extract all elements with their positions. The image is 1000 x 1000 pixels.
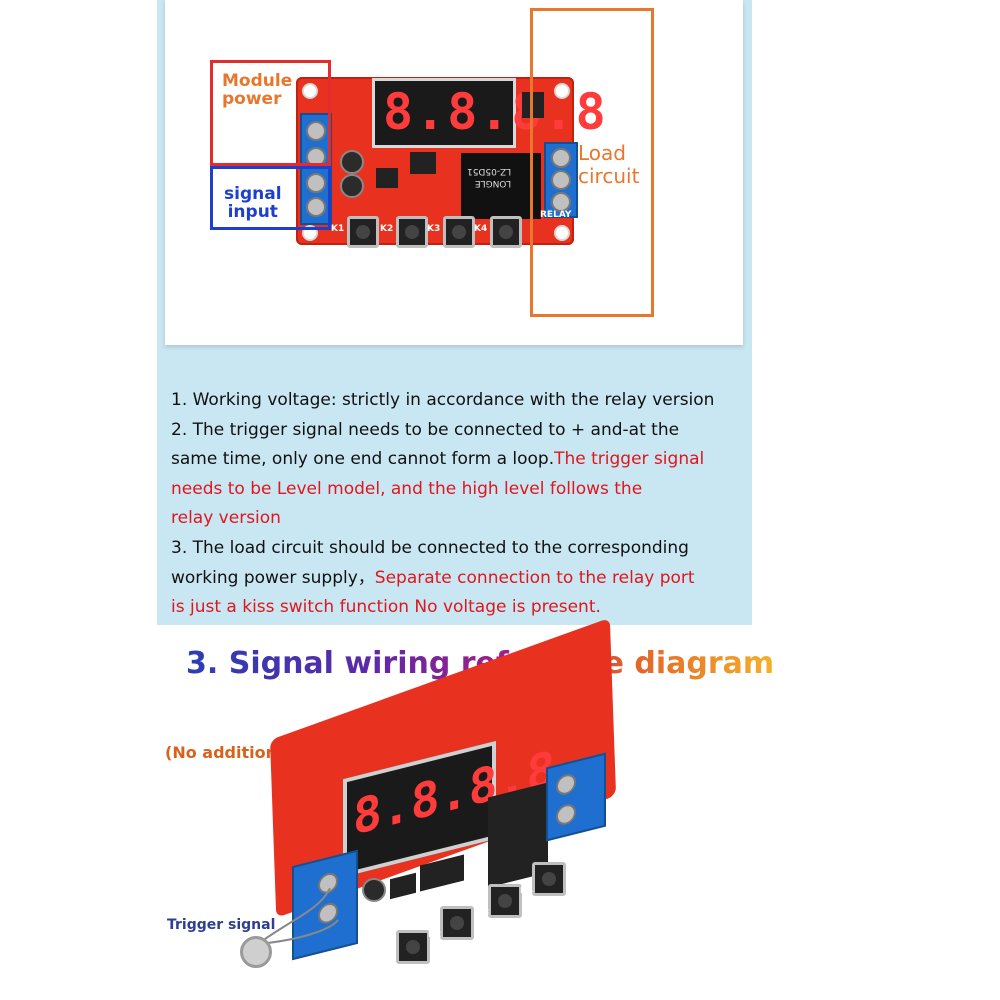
instruction-3c-red: is just a kiss switch function No voltag…	[171, 597, 601, 618]
screw-icon	[551, 170, 571, 190]
silk-k4: K4	[474, 224, 488, 234]
input-terminal-block	[300, 113, 332, 225]
ic-chip	[410, 152, 436, 174]
screw-icon	[556, 772, 576, 797]
screw-icon	[306, 121, 326, 141]
button-k3-2	[488, 884, 522, 918]
instruction-3a: 3. The load circuit should be connected …	[171, 537, 689, 558]
screw-icon	[306, 197, 326, 217]
instruction-2c-red: needs to be Level model, and the high le…	[171, 478, 643, 499]
module-power-label: Module power	[222, 71, 293, 109]
capacitor	[362, 878, 386, 902]
trigger-signal-label: Trigger signal	[167, 917, 276, 933]
instruction-1: 1. Working voltage: strictly in accordan…	[171, 390, 715, 410]
silk-relay-2: RELAY	[578, 840, 610, 850]
trigger-switch-icon	[240, 936, 272, 968]
load-circuit-box	[530, 8, 654, 317]
button-k3	[443, 216, 475, 248]
mounting-hole	[302, 83, 318, 99]
ic-chip	[376, 168, 398, 188]
ic-chip	[390, 872, 416, 900]
relay-terminal-block	[544, 142, 578, 218]
button-k2	[396, 216, 428, 248]
silk-k3: K3	[427, 224, 441, 234]
instruction-3b: working power supply，	[171, 567, 375, 588]
silk-k1-2: K1	[378, 954, 392, 964]
display-digits: 8.8.8.8	[383, 83, 608, 141]
trigger-wire	[257, 887, 339, 945]
instruction-2a: 2. The trigger signal needs to be connec…	[171, 419, 680, 440]
button-k4	[490, 216, 522, 248]
capacitor	[340, 174, 364, 198]
capacitor	[340, 150, 364, 174]
signal-input-box	[210, 166, 331, 230]
screw-icon	[551, 148, 571, 168]
button-k1	[347, 216, 379, 248]
instructions-text: 1. Working voltage: strictly in accordan…	[171, 386, 761, 623]
screw-icon	[306, 173, 326, 193]
silk-k4-2: K4	[520, 886, 534, 896]
silk-k1: K1	[331, 224, 345, 234]
relay-label: LONGLE LZ-05D51	[467, 166, 512, 188]
button-k4-2	[532, 862, 566, 896]
signal-input-label: signal input	[224, 184, 282, 222]
screw-icon	[556, 802, 576, 827]
silk-k2-2: K2	[428, 930, 442, 940]
module-power-box	[210, 60, 331, 166]
instruction-2b-red: The trigger signal	[554, 449, 705, 470]
silk-k2: K2	[380, 224, 394, 234]
seven-segment-display: 8.8.8.8	[372, 78, 606, 148]
mounting-hole	[554, 225, 570, 241]
relay-terminal-block-2	[546, 752, 606, 842]
load-circuit-label: Load circuit	[578, 141, 640, 188]
instruction-2b: same time, only one end cannot form a lo…	[171, 449, 555, 470]
button-k2-2	[440, 906, 474, 940]
silk-relay: RELAY	[540, 210, 572, 220]
silk-k3-2: K3	[476, 908, 490, 918]
button-k1-2	[396, 930, 430, 964]
instruction-3b-red: Separate connection to the relay port	[374, 567, 695, 588]
relay-component: LONGLE LZ-05D51	[461, 153, 541, 219]
mounting-hole	[554, 83, 570, 99]
ic-chip	[522, 92, 544, 118]
screw-icon	[551, 192, 571, 212]
instruction-2d-red: relay version	[171, 508, 281, 529]
